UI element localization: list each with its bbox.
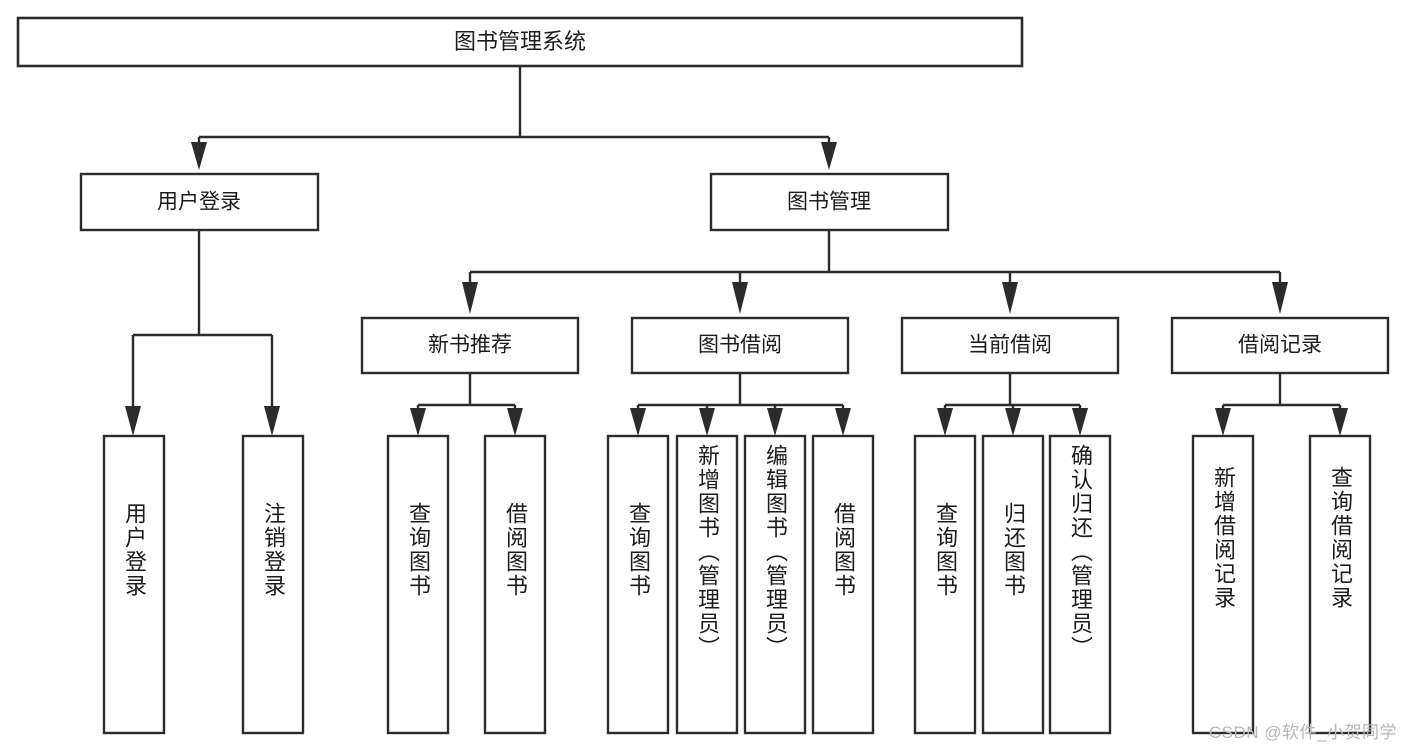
node-root-box xyxy=(16,16,1024,68)
arrow-head-icon xyxy=(821,142,837,170)
arrow-head-icon xyxy=(462,282,478,314)
connector-new-book-recommend-to-leaves xyxy=(410,373,523,436)
node-book-manage-label: 图书管理 xyxy=(787,191,871,214)
arrow-head-icon xyxy=(937,408,953,436)
connector-book-borrow-to-leaves xyxy=(630,373,851,436)
leaf-confirm-return-box[interactable] xyxy=(1048,434,1112,735)
node-borrow-record-label: 借阅记录 xyxy=(1238,334,1322,357)
arrow-head-icon xyxy=(835,408,851,436)
node-new-book-recommend-box xyxy=(360,316,580,375)
leaf-borrow-book-2-box[interactable] xyxy=(811,434,875,735)
node-current-borrow-label: 当前借阅 xyxy=(968,334,1052,357)
node-user-login[interactable]: 用户登录 xyxy=(79,172,320,232)
node-new-book-recommend-label: 新书推荐 xyxy=(428,334,512,357)
arrow-head-icon xyxy=(1332,408,1348,436)
node-book-borrow[interactable]: 图书借阅 xyxy=(630,316,850,375)
csdn-watermark: CSDN @软件_小贺同学 xyxy=(1208,723,1397,742)
arrow-head-icon xyxy=(507,408,523,436)
node-current-borrow-box xyxy=(900,316,1120,375)
leaf-borrow-book-1-box[interactable] xyxy=(483,434,547,735)
node-current-borrow[interactable]: 当前借阅 xyxy=(900,316,1120,375)
node-book-manage[interactable]: 图书管理 xyxy=(709,172,950,232)
leaf-logout-login-box[interactable] xyxy=(241,434,305,735)
leaf-query-book-3-box[interactable] xyxy=(913,434,977,735)
arrow-head-icon xyxy=(732,282,748,314)
node-root[interactable]: 图书管理系统 xyxy=(16,16,1024,68)
node-borrow-record[interactable]: 借阅记录 xyxy=(1170,316,1390,375)
leaf-query-book-1-box[interactable] xyxy=(386,434,450,735)
connector-user-login-to-leaves xyxy=(125,230,280,436)
leaf-edit-book-box[interactable] xyxy=(743,434,807,735)
arrow-head-icon xyxy=(1215,408,1231,436)
leaf-add-record-box[interactable] xyxy=(1191,434,1255,735)
node-root-label: 图书管理系统 xyxy=(454,29,586,54)
leaf-query-book-2-box[interactable] xyxy=(606,434,670,735)
node-book-borrow-label: 图书借阅 xyxy=(698,334,782,357)
arrow-head-icon xyxy=(1005,408,1021,436)
leaf-return-book-box[interactable] xyxy=(981,434,1045,735)
connector-root-to-level2 xyxy=(191,66,837,170)
node-user-login-label: 用户登录 xyxy=(157,191,241,214)
leaf-user-login-box[interactable] xyxy=(102,434,166,735)
arrow-head-icon xyxy=(1072,408,1088,436)
arrow-head-icon xyxy=(191,142,207,170)
arrow-head-icon xyxy=(630,408,646,436)
arrow-head-icon xyxy=(699,408,715,436)
node-user-login-box xyxy=(79,172,320,232)
arrow-head-icon xyxy=(767,408,783,436)
connector-book-manage-to-level3 xyxy=(462,230,1288,314)
arrow-head-icon xyxy=(1002,282,1018,314)
arrow-head-icon xyxy=(125,406,141,436)
connector-current-borrow-to-leaves xyxy=(937,373,1088,436)
arrow-head-icon xyxy=(264,406,280,436)
connector-borrow-record-to-leaves xyxy=(1215,373,1348,436)
leaf-add-book-box[interactable] xyxy=(675,434,739,735)
node-new-book-recommend[interactable]: 新书推荐 xyxy=(360,316,580,375)
arrow-head-icon xyxy=(1272,282,1288,314)
arrow-head-icon xyxy=(410,408,426,436)
leaf-query-record-box[interactable] xyxy=(1308,434,1372,735)
